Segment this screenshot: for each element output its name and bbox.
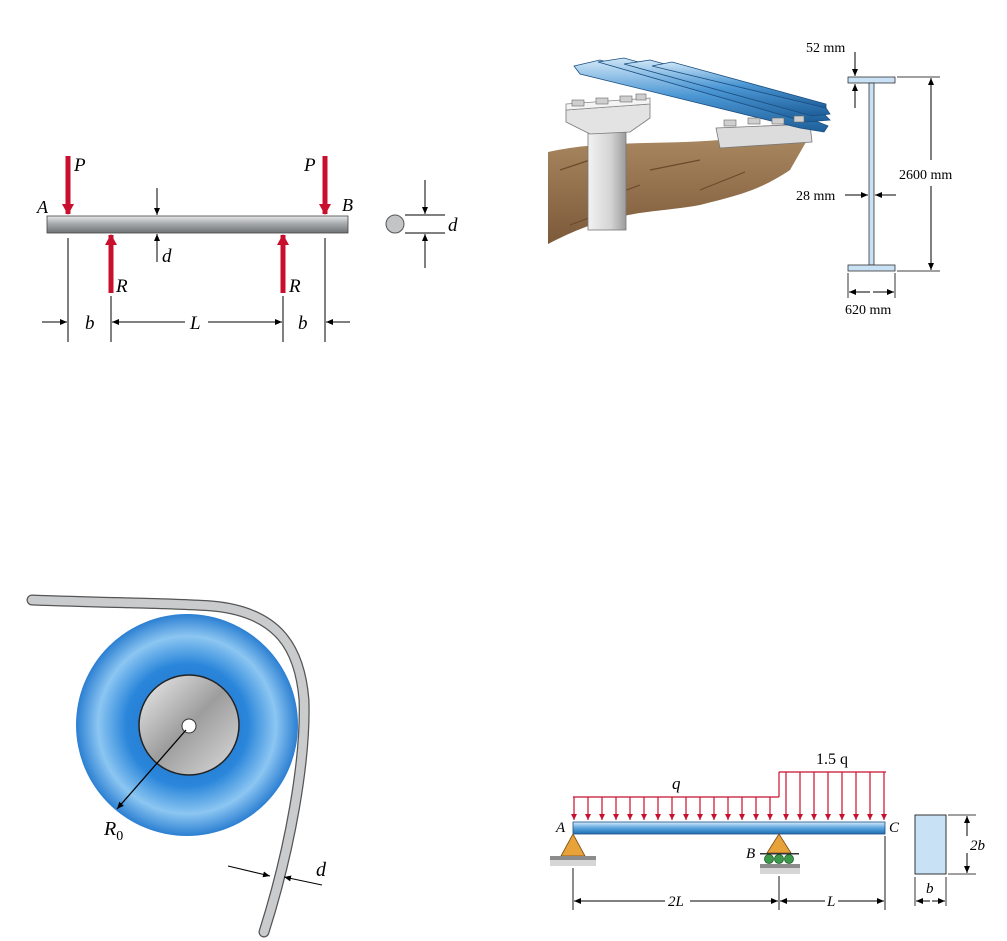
reaction-label-r-left: R	[115, 276, 128, 297]
thickness-label: d	[316, 859, 327, 881]
end-label-a: A	[36, 197, 49, 217]
load-label-p-left: P	[73, 155, 86, 176]
bottom-flange	[848, 265, 895, 271]
load-label-p-right: P	[303, 155, 316, 176]
ground-b	[760, 864, 800, 868]
roller-support-b	[767, 834, 791, 853]
ground-b-hatch	[760, 868, 800, 874]
reaction-label-r-right: R	[288, 276, 301, 297]
figure-beam-overhang: P P A B R R d b L b d	[36, 155, 458, 342]
load-15q-label: 1.5 q	[816, 751, 848, 768]
diameter-label-d: d	[162, 246, 172, 267]
pier-column	[588, 130, 626, 230]
top-flange	[848, 77, 895, 83]
flange-thickness-label: 52 mm	[806, 41, 845, 56]
roller-2	[775, 855, 784, 864]
ground-slope	[548, 138, 806, 244]
radius-label: R0	[103, 818, 123, 844]
ground-a	[550, 856, 596, 860]
rect-section	[915, 815, 946, 874]
ground-a-hatch	[550, 860, 596, 866]
figure-distributed-load-beam: q 1.5 q A C B	[550, 751, 986, 910]
section-width-label: b	[926, 881, 934, 897]
load-q-arrows	[574, 797, 770, 820]
depth-label: 2600 mm	[899, 168, 952, 183]
web-thickness-label: 28 mm	[796, 189, 835, 204]
dim-l: L	[189, 313, 201, 334]
roller-3	[785, 855, 794, 864]
pin-support-a	[561, 834, 585, 856]
section-height-label: 2b	[970, 838, 986, 854]
dim-b-right: b	[298, 313, 308, 334]
round-section	[386, 215, 404, 233]
support-b-label: B	[746, 846, 755, 862]
figure-coiled-wire: R0 d	[32, 600, 327, 932]
thickness-arrow-left	[228, 866, 270, 876]
end-c-label: C	[889, 820, 900, 836]
axle-hole	[182, 719, 196, 733]
roller-1	[765, 855, 774, 864]
figure-bridge-girder: 52 mm 28 mm 2600 mm 620 mm	[548, 41, 952, 318]
load-15q-arrows	[786, 772, 884, 820]
span-dimension-lines	[573, 836, 885, 910]
flange-width-label: 620 mm	[845, 303, 891, 318]
load-q-label: q	[672, 774, 681, 793]
dim-b-left: b	[85, 313, 95, 334]
round-bar-beam	[47, 216, 348, 233]
beam-ac	[573, 822, 885, 834]
span-l-label: L	[826, 894, 835, 910]
end-label-b: B	[342, 195, 353, 215]
web	[869, 83, 874, 265]
support-a-label: A	[555, 820, 566, 836]
section-diameter-label: d	[448, 215, 458, 236]
span-2l-label: 2L	[668, 894, 684, 910]
